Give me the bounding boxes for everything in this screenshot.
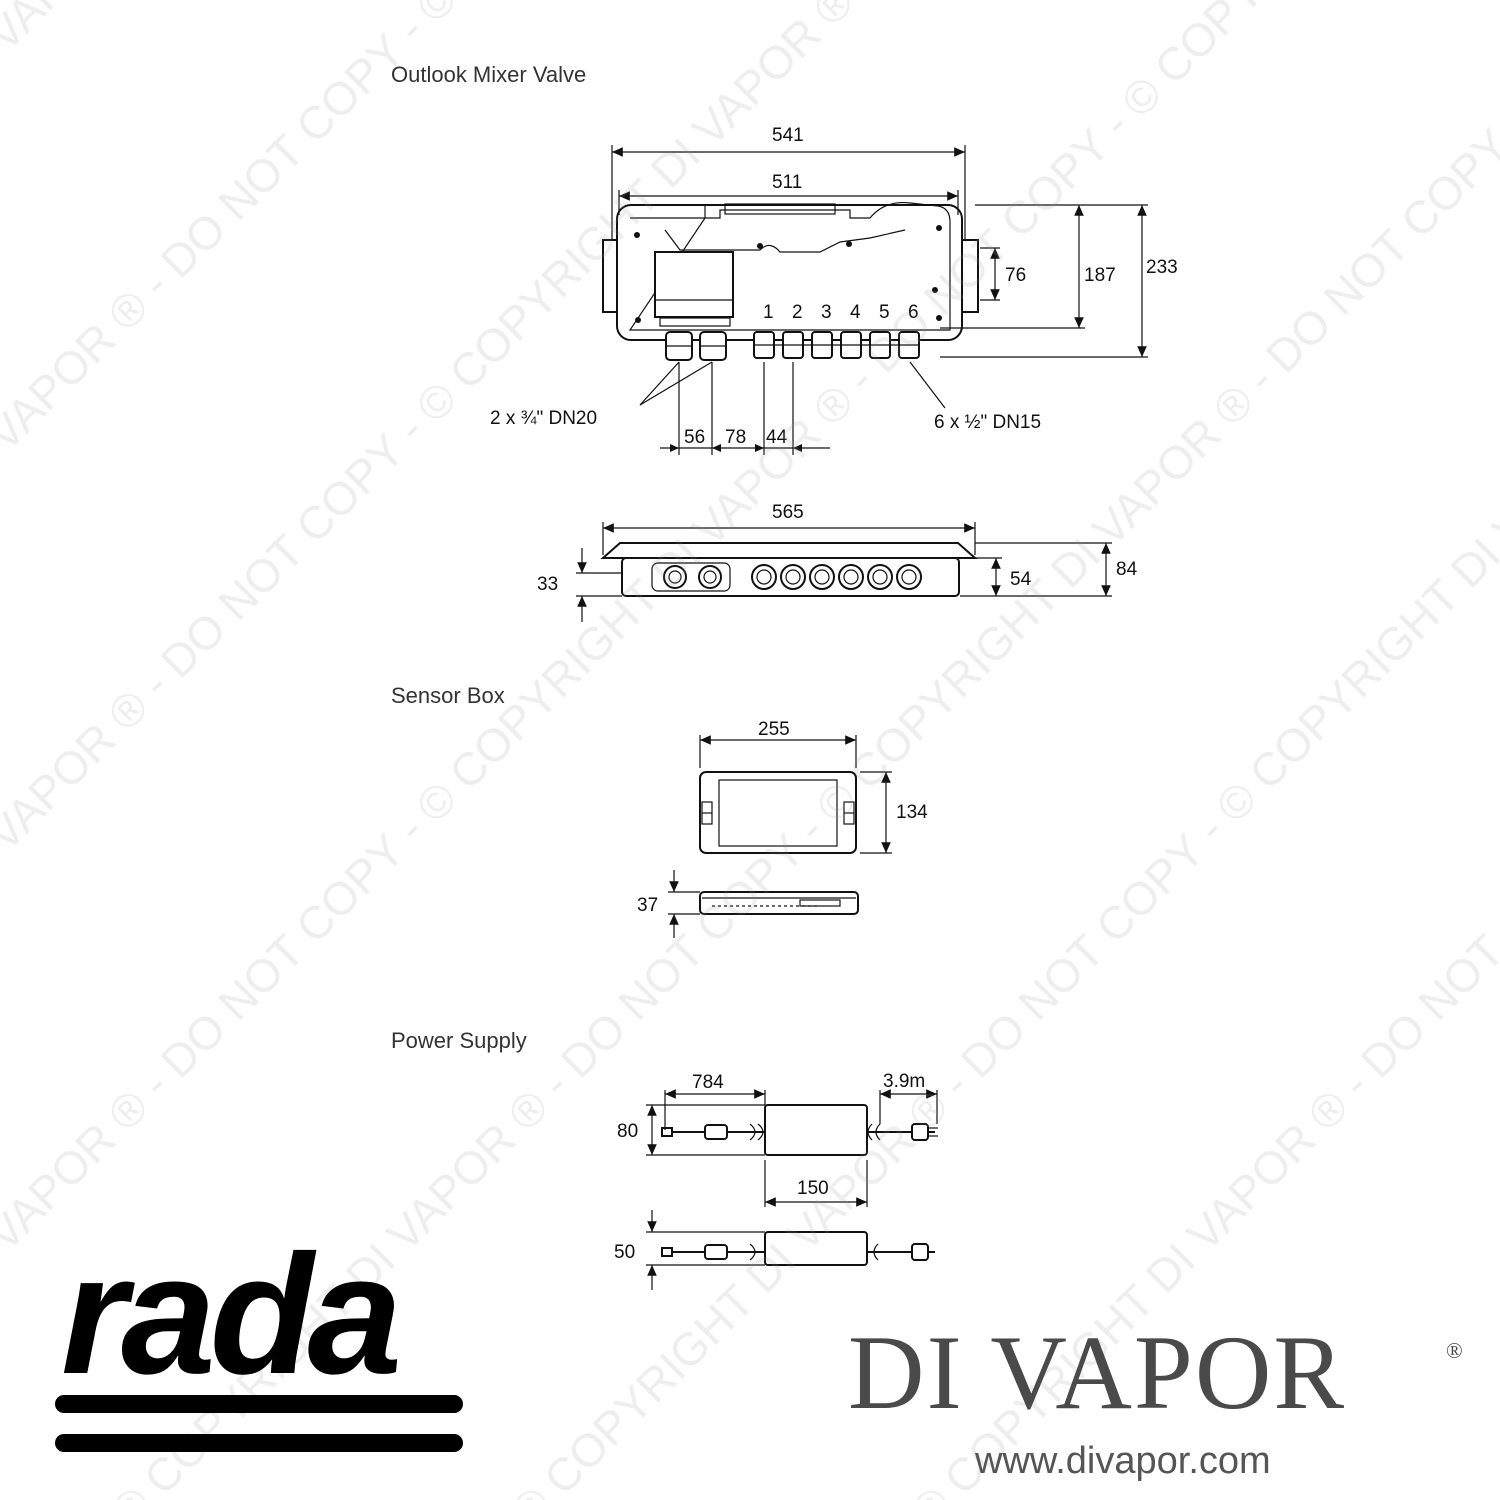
power-supply-title: Power Supply: [391, 1028, 527, 1053]
outlet-fittings: [753, 331, 920, 359]
dim-mixer-44: 44: [766, 427, 788, 448]
dim-power-80: 80: [617, 1121, 638, 1142]
mixer-valve-title: Outlook Mixer Valve: [391, 62, 587, 87]
dim-sensor-255: 255: [758, 719, 790, 740]
power-supply-side-body: [764, 1231, 868, 1266]
power-supply-side: 50: [614, 1210, 935, 1290]
dim-mixer-511: 511: [772, 172, 802, 193]
outlet-number-2: 2: [792, 302, 803, 323]
dim-mixer-56: 56: [684, 427, 705, 448]
mixer-solenoid: [654, 251, 734, 318]
dim-power-150: 150: [797, 1178, 829, 1199]
outlet-number-1: 1: [763, 302, 774, 323]
dim-mixer-76: 76: [1005, 265, 1026, 286]
sensor-box-body: [699, 771, 857, 854]
inlets-label: 2 x ¾" DN20: [490, 408, 597, 429]
dim-mixer-33: 33: [537, 574, 558, 595]
dim-mixer-78: 78: [725, 427, 746, 448]
dim-power-50: 50: [614, 1242, 635, 1263]
dim-mixer-565: 565: [772, 502, 804, 523]
rada-logo-text: rada: [61, 1235, 398, 1410]
dim-sensor-134: 134: [896, 802, 928, 823]
outlet-number-5: 5: [879, 302, 890, 323]
outlet-number-4: 4: [850, 302, 861, 323]
outlets-label: 6 x ½" DN15: [934, 412, 1041, 433]
mixer-right-lug: [961, 239, 979, 313]
rada-logo: rada: [55, 1235, 463, 1452]
dim-mixer-187: 187: [1084, 265, 1116, 286]
mixer-top-bracket: [724, 203, 836, 215]
dim-mixer-541: 541: [772, 125, 804, 146]
registered-mark: ®: [1446, 1338, 1463, 1363]
outlet-number-3: 3: [821, 302, 832, 323]
dim-power-784: 784: [692, 1072, 724, 1093]
mixer-terminal-strip: [659, 317, 731, 327]
inlet-fittings: [665, 331, 727, 361]
sensor-box-side: 37: [637, 870, 859, 938]
mixer-front-view: 1 2 3 4 5 6 541 511: [490, 125, 1178, 455]
dim-mixer-233: 233: [1146, 257, 1178, 278]
sensor-box-window: [718, 779, 838, 847]
power-supply-top: 784 3.9m 80 150: [617, 1071, 938, 1207]
mixer-inner-outline: [628, 201, 951, 331]
dim-mixer-54: 54: [1010, 569, 1032, 590]
mixer-internal-pipe: [664, 229, 906, 253]
divapor-logo: DI VAPOR: [848, 1314, 1347, 1431]
divapor-url[interactable]: www.divapor.com: [975, 1440, 1271, 1482]
mixer-lid: [600, 542, 978, 559]
sensor-box-front: 255 134: [699, 719, 928, 854]
dim-mixer-84: 84: [1116, 559, 1138, 580]
mixer-side-view: 565 33 54 84: [537, 502, 1138, 622]
power-supply-body: [764, 1104, 868, 1156]
outlet-number-6: 6: [908, 302, 919, 323]
dim-sensor-37: 37: [637, 895, 658, 916]
dim-power-3-9m: 3.9m: [883, 1071, 925, 1092]
sensor-box-title: Sensor Box: [391, 683, 505, 708]
